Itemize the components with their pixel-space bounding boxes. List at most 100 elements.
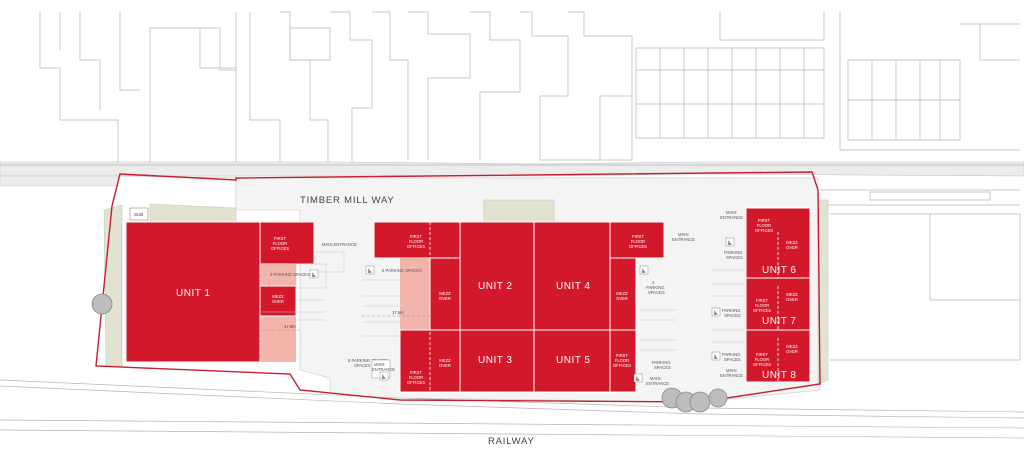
unit-7-parking-l1: PARKING bbox=[722, 308, 741, 313]
units-4-5-parking-count: 3 bbox=[652, 280, 655, 285]
unit-8-label: UNIT 8 bbox=[762, 370, 797, 381]
dimension-1: 17.5m bbox=[284, 324, 296, 329]
unit-8-parking-l2: SPACES bbox=[724, 357, 741, 362]
unit-8-parking-l1: PARKING bbox=[722, 352, 741, 357]
unit-4-offices-l1: FIRST bbox=[632, 234, 645, 239]
unit-2-offices-l1: FIRST bbox=[410, 234, 423, 239]
unit-4-mezz-l1: MEZZ bbox=[616, 291, 628, 296]
units-4-5-parking-l2: SPACES bbox=[648, 290, 665, 295]
unit-4-label: UNIT 4 bbox=[556, 281, 591, 292]
unit-5-label: UNIT 5 bbox=[556, 355, 591, 366]
units-6-7-8[interactable] bbox=[745, 207, 811, 383]
unit-4-mezz-l2: OVER bbox=[616, 296, 628, 301]
units-6-8-yard: MAIN ENTRANCE ♿ PARKING SPACES ♿ PARKING… bbox=[711, 210, 744, 378]
units-2-3-5-parking-l2: SPACES bbox=[354, 363, 371, 368]
main-entrance-left: MAIN ENTRANCE bbox=[322, 242, 357, 247]
wheelchair-icon: ♿ bbox=[367, 268, 372, 275]
substation: SUB bbox=[129, 207, 149, 221]
units-4-5-parking-l1: PARKING bbox=[646, 285, 665, 290]
unit-1-label: UNIT 1 bbox=[176, 288, 211, 299]
unit-6-label: UNIT 6 bbox=[762, 265, 797, 276]
unit-6-parking-l2: SPACES bbox=[726, 255, 743, 260]
unit-3-offices-l2: FLOOR bbox=[409, 375, 423, 380]
units-4-5-yard: MAIN ENTRANCE ♿ 3 PARKING SPACES PARKING… bbox=[633, 232, 695, 386]
unit-4-offices-l3: OFFICES bbox=[629, 244, 647, 249]
tree-icon bbox=[708, 388, 728, 408]
unit-6-mezz-l2: OVER bbox=[786, 245, 798, 250]
units-4-5-entrance-top-l1: MAIN bbox=[678, 232, 688, 237]
units-6-8-entrance-top-l1: MAIN bbox=[726, 210, 736, 215]
unit-2-mezz-l2: OVER bbox=[439, 296, 451, 301]
unit-8-mezz-l1: MEZZ bbox=[786, 344, 798, 349]
unit-6-mezz-l1: MEZZ bbox=[786, 240, 798, 245]
units-2-3-entrance-l1: MAIN bbox=[374, 362, 384, 367]
unit-8-mezz-l2: OVER bbox=[786, 349, 798, 354]
units-4-5-parking-b-l2: SPACES bbox=[654, 365, 671, 370]
unit-8-offices-l1: FIRST bbox=[756, 352, 769, 357]
unit-5-offices-l1: FIRST bbox=[616, 353, 629, 358]
unit-2-label: UNIT 2 bbox=[478, 281, 513, 292]
wheelchair-icon: ♿ bbox=[635, 376, 640, 383]
tree-icon bbox=[91, 293, 113, 315]
units-2-3-entrance-l2: ENTRANCE bbox=[372, 367, 395, 372]
units-2-3[interactable] bbox=[373, 221, 535, 393]
units-2-3-yard: 6 PARKING SPACES ♿ 17.5m 5 PARKING SPACE… bbox=[348, 265, 430, 381]
unit-1-parking-label: 4 PARKING SPACES bbox=[270, 272, 310, 277]
unit-1-mezz-l2: OVER bbox=[272, 299, 284, 304]
unit-3-offices-l3: OFFICES bbox=[407, 380, 425, 385]
unit-1-offices-l3: OFFICES bbox=[271, 246, 289, 251]
unit-5-offices-l2: FLOOR bbox=[615, 358, 629, 363]
unit-2-offices-l2: FLOOR bbox=[409, 239, 423, 244]
unit-7-mezz-l2: OVER bbox=[786, 297, 798, 302]
units-6-8-entrance-bottom-l2: ENTRANCE bbox=[720, 373, 743, 378]
unit-1-offices-l1: FIRST bbox=[274, 236, 287, 241]
unit-1-offices-l2: FLOOR bbox=[273, 241, 287, 246]
unit-1-yard: 4 PARKING SPACES ♿ 17.5m MAIN ENTRANCE bbox=[262, 242, 357, 331]
units-6-8-entrance-bottom-l1: MAIN bbox=[726, 368, 736, 373]
unit-7-offices-l3: OFFICES bbox=[753, 308, 771, 313]
units-2-3-5-parking-l1: 5 PARKING SPACES bbox=[348, 358, 388, 363]
unit-7-mezz-l1: MEZZ bbox=[786, 292, 798, 297]
road-label-timber-mill-way: TIMBER MILL WAY bbox=[300, 195, 395, 206]
units-4-5-parking-b-l1: PARKING bbox=[652, 360, 671, 365]
unit-2-mezz-l1: MEZZ bbox=[439, 291, 451, 296]
unit-8-offices-l3: OFFICES bbox=[753, 362, 771, 367]
units-6-8-entrance-top-l2: ENTRANCE bbox=[720, 215, 743, 220]
unit-3-mezz-l2: OVER bbox=[439, 363, 451, 368]
unit-6-offices-l2: FLOOR bbox=[757, 223, 771, 228]
unit-4-offices-l2: FLOOR bbox=[631, 239, 645, 244]
unit-2-offices-l3: OFFICES bbox=[407, 244, 425, 249]
wheelchair-icon: ♿ bbox=[311, 272, 316, 279]
unit-7-offices-l1: FIRST bbox=[756, 298, 769, 303]
unit-6-offices-l1: FIRST bbox=[758, 218, 771, 223]
unit-7-parking-l2: SPACES bbox=[724, 313, 741, 318]
wheelchair-icon: ♿ bbox=[713, 310, 718, 317]
units-4-5-entrance-top-l2: ENTRANCE bbox=[672, 237, 695, 242]
unit-7-offices-l2: FLOOR bbox=[755, 303, 769, 308]
tree-icon bbox=[689, 391, 711, 413]
wheelchair-icon: ♿ bbox=[641, 268, 646, 275]
wheelchair-icon: ♿ bbox=[713, 354, 718, 361]
unit-6-parking-l1: PARKING bbox=[724, 250, 743, 255]
unit-5-offices-l3: OFFICES bbox=[613, 363, 631, 368]
dimension-2: 17.5m bbox=[392, 310, 404, 315]
unit-1-mezz-l1: MEZZ bbox=[272, 294, 284, 299]
unit-8-offices-l2: FLOOR bbox=[755, 357, 769, 362]
neighbouring-buildings bbox=[39, 11, 1021, 361]
unit-3-offices-l1: FIRST bbox=[410, 370, 423, 375]
unit-1[interactable]: UNIT 1 FIRST FLOOR OFFICES MEZZ OVER bbox=[125, 221, 315, 363]
wheelchair-icon: ♿ bbox=[381, 374, 386, 381]
unit-3-label: UNIT 3 bbox=[478, 355, 513, 366]
trees bbox=[91, 293, 728, 413]
unit-6-offices-l3: OFFICES bbox=[755, 228, 773, 233]
units-4-5-entrance-bottom-l2: ENTRANCE bbox=[646, 381, 669, 386]
substation-label: SUB bbox=[134, 212, 143, 217]
units-2-3-parking-label: 6 PARKING SPACES bbox=[382, 268, 422, 273]
unit-7-label: UNIT 7 bbox=[762, 316, 797, 327]
wheelchair-icon: ♿ bbox=[727, 240, 732, 247]
road-label-railway: RAILWAY bbox=[488, 436, 535, 447]
units-4-5[interactable] bbox=[533, 221, 665, 393]
unit-3-mezz-l1: MEZZ bbox=[439, 358, 451, 363]
units-4-5-entrance-bottom-l1: MAIN bbox=[650, 376, 660, 381]
